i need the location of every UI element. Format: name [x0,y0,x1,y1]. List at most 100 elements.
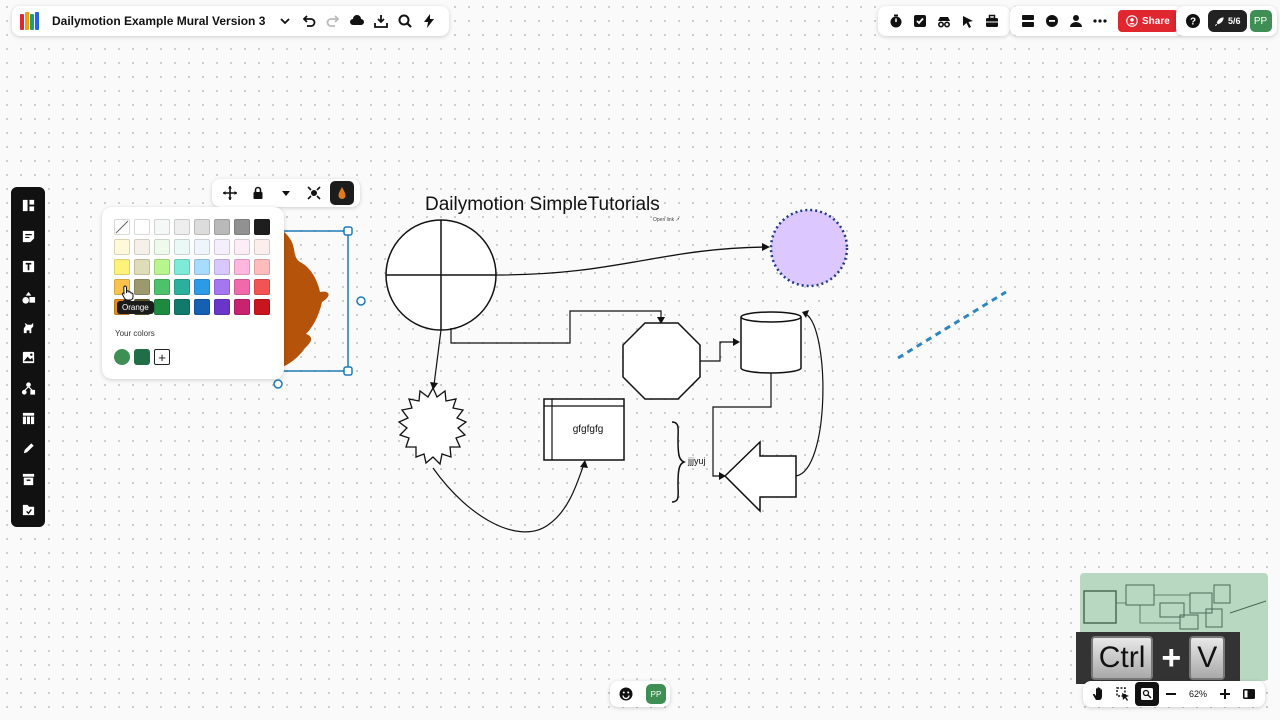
shapes-button[interactable] [15,284,41,310]
undo-button[interactable] [297,9,321,33]
color-swatch[interactable] [174,239,190,255]
zoom-out-button[interactable] [1159,682,1183,706]
voting-button[interactable] [908,9,932,33]
panel-toggle-button[interactable] [1237,682,1261,706]
color-swatch[interactable] [234,239,250,255]
color-swatch[interactable] [154,259,170,275]
color-swatch[interactable] [234,219,250,235]
add-color-button[interactable]: + [154,349,170,365]
color-swatch[interactable] [154,299,170,315]
color-swatch[interactable] [254,299,270,315]
color-swatch[interactable] [234,259,250,275]
move-button[interactable] [218,181,242,205]
connector-cylinder-to-arrow[interactable] [712,373,772,477]
color-swatch[interactable] [154,239,170,255]
color-swatch[interactable] [174,279,190,295]
color-swatch[interactable] [174,219,190,235]
left-arrow-shape[interactable] [723,440,797,513]
no-color-swatch[interactable] [114,219,130,235]
color-swatch[interactable] [134,259,150,275]
reactions-button[interactable] [614,682,638,706]
color-swatch[interactable] [234,299,250,315]
connector-starburst-to-process[interactable] [432,463,585,533]
avatar[interactable]: PP [1249,10,1272,32]
brace-label[interactable]: jjjyuj [688,456,706,466]
chat-button[interactable] [1040,9,1064,33]
lock-options-button[interactable] [274,181,298,205]
color-swatch[interactable] [234,279,250,295]
color-swatch[interactable] [254,219,270,235]
draw-button[interactable] [15,436,41,462]
color-swatch[interactable] [254,259,270,275]
brace-shape[interactable] [671,421,687,503]
select-mode-button[interactable] [1111,682,1135,706]
more-button[interactable] [1088,9,1112,33]
zoom-in-button[interactable] [1213,682,1237,706]
dashed-line-shape[interactable] [897,290,1007,360]
flame-image[interactable] [280,230,329,368]
share-button[interactable]: Share [1118,10,1178,32]
connector-circle-to-starburst[interactable] [433,329,442,386]
help-button[interactable]: ? [1181,9,1205,33]
color-swatch[interactable] [194,259,210,275]
logo-icon[interactable] [20,12,42,30]
templates-button[interactable] [15,193,41,219]
color-button[interactable] [330,181,354,205]
octagon-shape[interactable] [622,322,701,400]
selection-frame[interactable] [273,226,366,389]
color-swatch[interactable] [134,279,150,295]
connector-octagon-to-cylinder[interactable] [700,341,736,362]
summon-button[interactable] [956,9,980,33]
custom-color-swatch[interactable] [134,349,150,365]
connector-circle-to-octagon[interactable] [450,310,662,344]
color-swatch[interactable] [214,239,230,255]
color-swatch[interactable] [214,299,230,315]
text-button[interactable] [15,254,41,280]
color-swatch[interactable] [214,259,230,275]
pan-mode-button[interactable] [1087,682,1111,706]
color-swatch[interactable] [174,259,190,275]
color-swatch[interactable] [214,279,230,295]
redo-button[interactable] [321,9,345,33]
outline-button[interactable] [1016,9,1040,33]
search-button[interactable] [393,9,417,33]
frame-button[interactable] [15,466,41,492]
open-link[interactable]: Open link ↗ [653,217,680,223]
color-swatch[interactable] [194,279,210,295]
color-swatch[interactable] [154,219,170,235]
color-swatch[interactable] [174,299,190,315]
upload-button[interactable] [15,497,41,523]
collaborator-avatar[interactable]: PP [646,684,666,704]
color-swatch[interactable] [114,239,130,255]
quick-actions-button[interactable] [417,9,441,33]
mural-title[interactable]: Dailymotion Example Mural Version 3 [52,14,266,28]
export-button[interactable] [369,9,393,33]
custom-color-swatch[interactable] [114,349,130,365]
onboarding-progress-button[interactable]: 5/6 [1208,10,1247,32]
members-button[interactable] [1064,9,1088,33]
toolbox-button[interactable] [980,9,1004,33]
database-cylinder-shape[interactable] [740,311,802,374]
color-swatch[interactable] [194,299,210,315]
color-swatch[interactable] [254,279,270,295]
sticky-note-button[interactable] [15,223,41,249]
color-swatch[interactable] [194,219,210,235]
color-swatch[interactable] [134,219,150,235]
canvas-title-text[interactable]: Dailymotion SimpleTutorials [425,194,660,215]
private-mode-button[interactable] [932,9,956,33]
focus-button[interactable] [302,181,326,205]
color-swatch[interactable] [114,259,130,275]
table-button[interactable] [15,406,41,432]
timer-button[interactable] [884,9,908,33]
color-swatch[interactable] [214,219,230,235]
process-label[interactable]: gfgfgfg [572,424,604,435]
icons-button[interactable] [15,314,41,340]
title-menu-button[interactable] [273,9,297,33]
save-status-button[interactable] [345,9,369,33]
purple-circle-shape[interactable] [769,208,849,288]
zoom-level[interactable]: 62% [1189,689,1208,699]
image-button[interactable] [15,345,41,371]
connector-circle-to-ellipse[interactable] [495,246,769,276]
starburst-shape[interactable] [397,386,468,466]
color-swatch[interactable] [134,239,150,255]
